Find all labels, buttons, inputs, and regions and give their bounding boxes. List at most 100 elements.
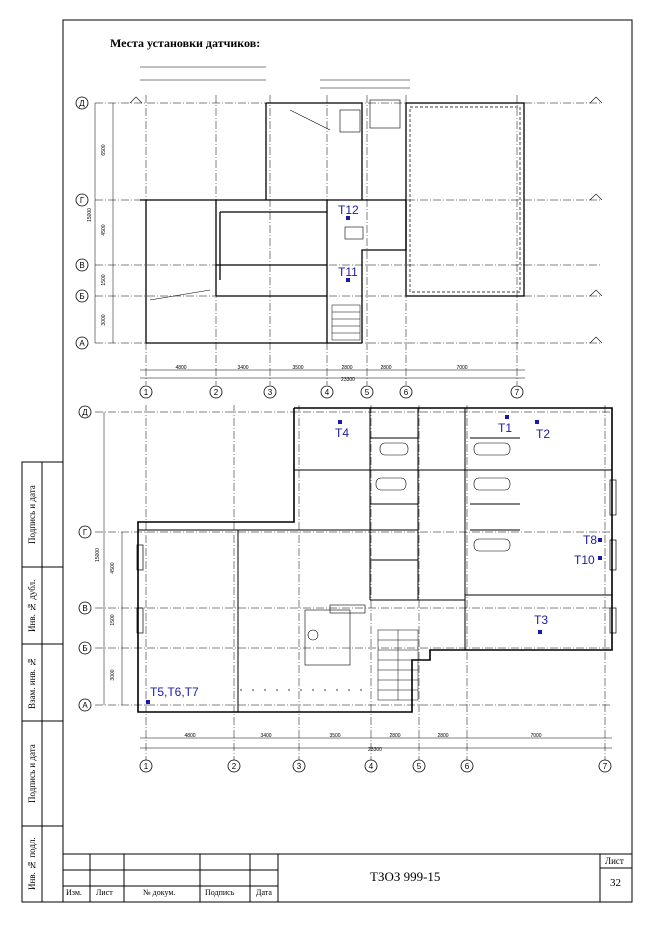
dimension-value: 4800 [175, 365, 186, 371]
dimension-value: 7000 [530, 733, 541, 739]
axis-letter-label: А [79, 339, 85, 348]
axis-letter-label: Д [79, 99, 85, 108]
axis-bubble-number [292, 759, 306, 773]
axis-bubble-letter [75, 289, 89, 303]
sensor-label: T5,T6,T7 [150, 685, 199, 699]
sensor-label: T12 [338, 203, 359, 217]
axis-letter-label: Б [82, 644, 87, 653]
axis-number-label: 7 [515, 388, 520, 397]
tb-col-doc: № докум. [143, 888, 176, 897]
axis-bubble-letter [78, 525, 92, 539]
sensor-marker [346, 278, 350, 282]
sensor-label: T3 [534, 613, 548, 627]
axis-number-label: 1 [144, 762, 149, 771]
sensor-marker [338, 420, 342, 424]
dimension-value-left: 3000 [101, 314, 107, 325]
axis-bubble-number [320, 385, 334, 399]
sensor-marker [505, 415, 509, 419]
dimension-value-left: 4500 [110, 562, 116, 573]
document-code: ТЗОЗ 999-15 [370, 869, 441, 884]
axis-bubble-number [139, 759, 153, 773]
axis-bubble-number [227, 759, 241, 773]
upper-plan [94, 66, 603, 385]
lower-plan [95, 405, 617, 760]
dimension-total: 23300 [341, 377, 355, 383]
axis-bubble-letter [78, 601, 92, 615]
axis-number-label: 6 [404, 388, 409, 397]
dimension-value: 7000 [456, 365, 467, 371]
sensor-marker [535, 420, 539, 424]
axis-bubble-letter [75, 336, 89, 350]
sensor-label: T11 [338, 265, 358, 279]
axis-letter-label: В [79, 261, 84, 270]
axis-bubble-number [399, 385, 413, 399]
axis-number-label: 4 [369, 762, 374, 771]
axis-letter-label: А [82, 701, 88, 710]
axis-bubble-letter [75, 258, 89, 272]
dimension-total: 23300 [368, 747, 382, 753]
dimension-value-left: 3000 [110, 669, 116, 680]
tb-col-izm: Изм. [66, 888, 82, 897]
sheet-label: Лист [605, 856, 624, 866]
axis-bubble-number [364, 759, 378, 773]
stamp-vzam-inv: Взам. инв. № [27, 656, 37, 709]
dimension-total-left: 15000 [95, 548, 101, 562]
axis-bubble-letter [78, 405, 92, 419]
axis-number-label: 6 [465, 762, 470, 771]
sensor-marker [346, 216, 350, 220]
axis-letter-label: Д [82, 408, 88, 417]
axis-letter-label: Б [79, 292, 84, 301]
sensor-label: T10 [574, 553, 595, 567]
stamp-inv-dubl: Инв. № дубл. [27, 579, 37, 632]
dimension-value: 3400 [237, 365, 248, 371]
axis-letter-label: Г [80, 196, 85, 205]
sheet-frame [62, 19, 633, 903]
axis-bubble-letter [78, 698, 92, 712]
title-block [63, 853, 632, 902]
dimension-value: 2800 [437, 733, 448, 739]
sensor-label: T2 [536, 427, 550, 441]
sensor-marker [598, 556, 602, 560]
axis-number-label: 3 [268, 388, 273, 397]
sensor-label: T1 [498, 421, 512, 435]
axis-bubble-number [412, 759, 426, 773]
axis-bubble-number [510, 385, 524, 399]
axis-bubble-number [460, 759, 474, 773]
sensor-label: T8 [583, 533, 597, 547]
axis-number-label: 4 [325, 388, 330, 397]
sensor-marker [538, 630, 542, 634]
axis-number-label: 5 [365, 388, 370, 397]
axis-number-label: 7 [603, 762, 608, 771]
axis-bubble-number [598, 759, 612, 773]
sensor-label: T4 [335, 426, 349, 440]
dimension-texts: 4800 3400 3500 2800 2800 7000 23300 6500 4500 150… [87, 144, 542, 753]
dimension-total-left: 15000 [87, 208, 93, 222]
axis-number-label: 1 [144, 388, 149, 397]
stamp-sign-date-1: Подпись и дата [27, 485, 37, 544]
dimension-value: 2800 [380, 365, 391, 371]
axis-bubble-letter [78, 641, 92, 655]
dimension-value-left: 1500 [101, 274, 107, 285]
tb-col-date: Дата [256, 888, 272, 897]
dimension-value-left: 4500 [101, 224, 107, 235]
tb-col-list: Лист [96, 888, 113, 897]
dimension-value-left: 6500 [101, 144, 107, 155]
axis-bubble-number [209, 385, 223, 399]
axis-number-label: 5 [417, 762, 422, 771]
axis-bubble-number [139, 385, 153, 399]
axis-number-label: 2 [232, 762, 237, 771]
sensor-marker [146, 700, 150, 704]
dimension-value: 3400 [260, 733, 271, 739]
sheet-number: 32 [610, 877, 621, 889]
axis-number-label: 2 [214, 388, 219, 397]
dimension-value: 2800 [341, 365, 352, 371]
axis-letter-label: В [82, 604, 87, 613]
dimension-value-left: 1500 [110, 614, 116, 625]
dimension-value: 3500 [329, 733, 340, 739]
axis-bubble-letter [75, 96, 89, 110]
axis-bubble-letter [75, 193, 89, 207]
side-stamp [21, 461, 64, 903]
